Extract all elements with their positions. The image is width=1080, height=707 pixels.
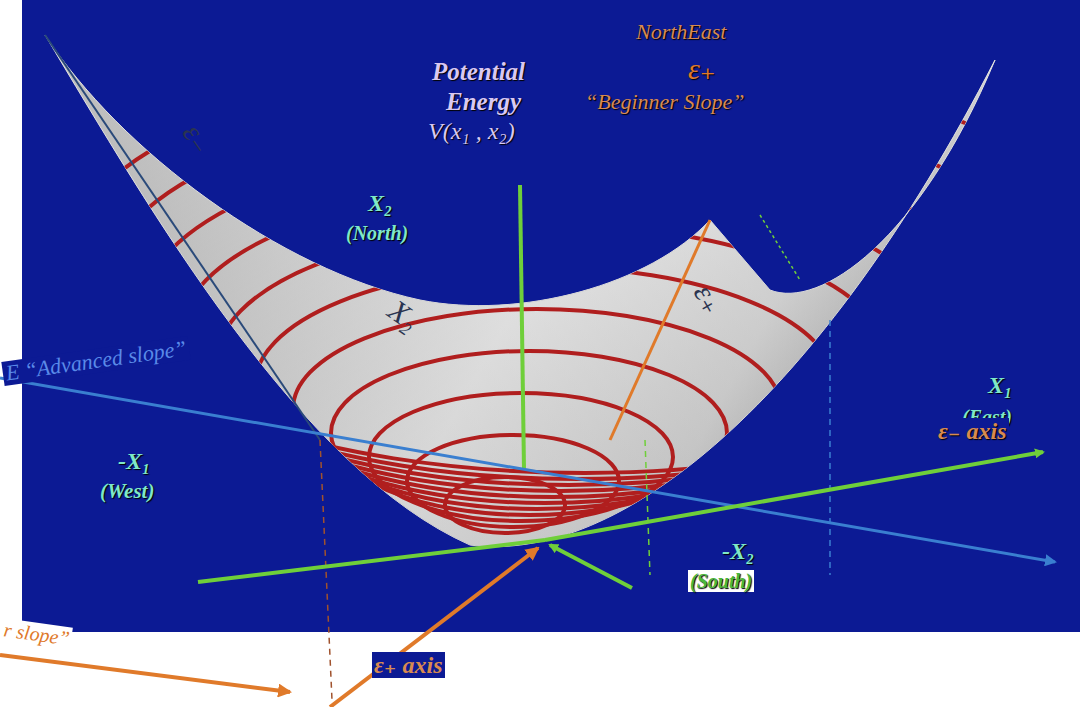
axis-label: -X₂ [722, 538, 754, 564]
axis-label: ε₊ axis [372, 652, 445, 678]
axis-title: Potential [432, 58, 525, 86]
direction-label: (South) [688, 570, 754, 592]
axis-label: X₂ [368, 190, 392, 216]
epsilon-plus-axis [330, 548, 538, 707]
contour-lines [65, 57, 1080, 533]
axis-title: V(x₁ , x₂) [428, 118, 515, 144]
beginner-slope-pointer [0, 655, 290, 692]
epsilon-minus-axis [0, 378, 1055, 562]
axis-title: Energy [446, 88, 521, 116]
advanced-slope-line [45, 35, 320, 440]
contour-line [65, 57, 1080, 473]
minus-x1-axis [198, 540, 545, 582]
axis-label: -X₁ [116, 448, 152, 474]
minus-x2-axis [550, 545, 632, 588]
axis-symbol: ε₊ [688, 52, 716, 85]
slope-label: “Beginner Slope” [585, 90, 745, 114]
direction-label: (North) [346, 222, 408, 244]
axis-label: X₁ [988, 372, 1012, 398]
beginner-slope-line [610, 220, 710, 440]
contour-line [141, 141, 997, 485]
x1-axis [545, 452, 1043, 540]
contour-line [217, 225, 889, 497]
direction-label: NorthEast [636, 20, 726, 44]
x2-axis [520, 185, 524, 470]
axis-label: ε₋ axis [936, 418, 1009, 444]
contour-line [179, 183, 943, 491]
direction-label: (West) [98, 480, 156, 503]
contour-line [255, 267, 835, 503]
